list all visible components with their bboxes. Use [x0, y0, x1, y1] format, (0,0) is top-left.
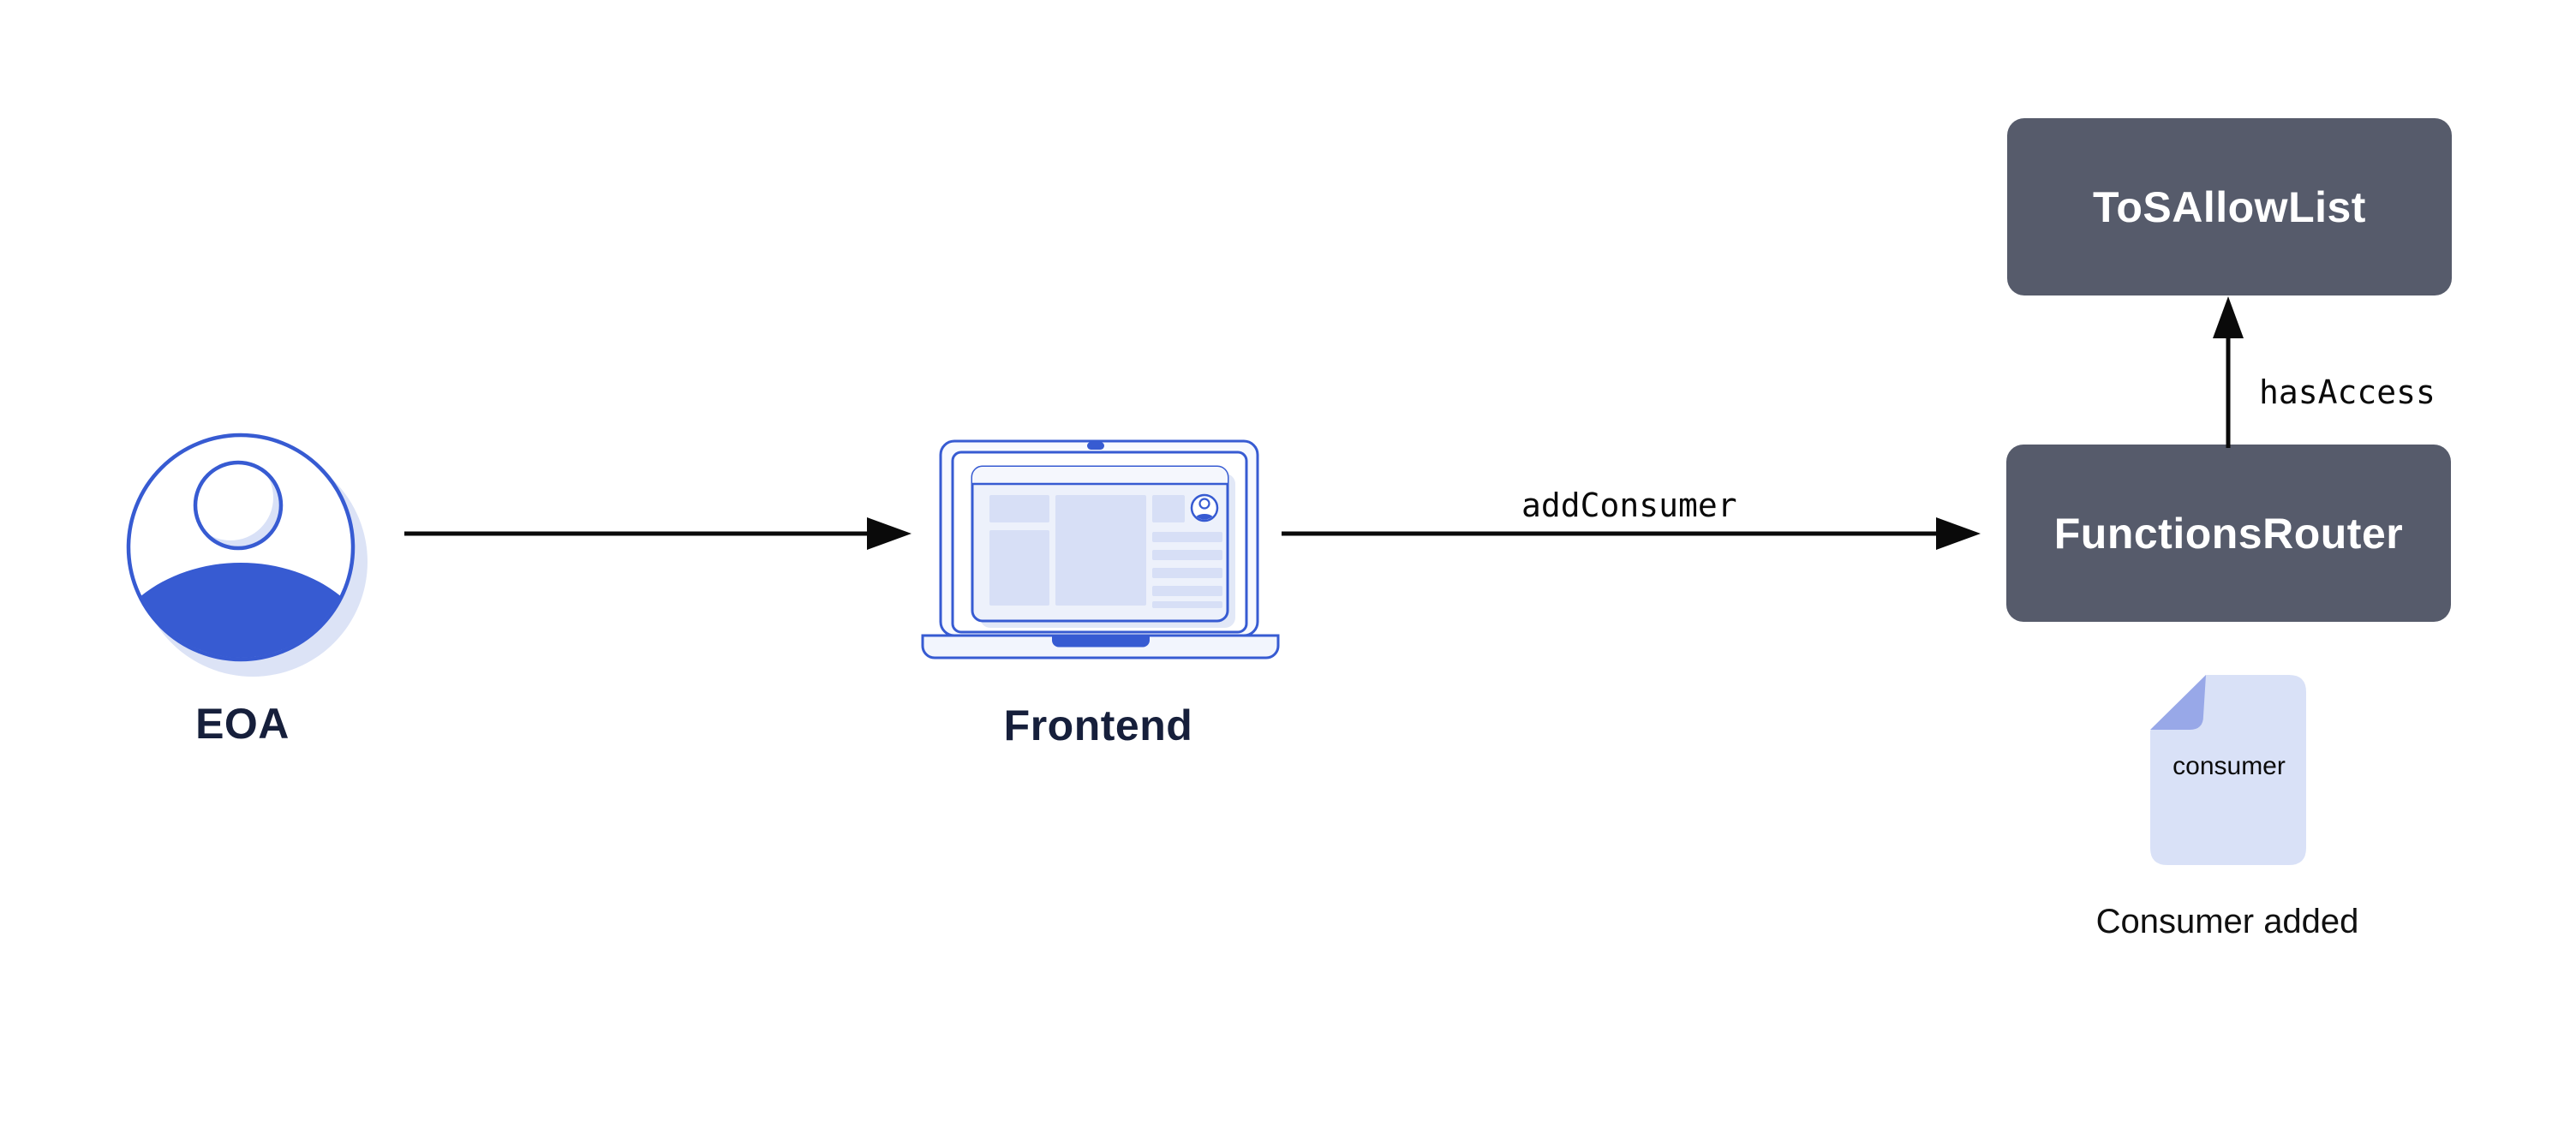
avatar-circle: [126, 433, 356, 662]
arrow-frontend-to-router: [1282, 517, 1981, 550]
laptop-notch: [1052, 636, 1150, 648]
document-icon: [2150, 675, 2306, 865]
consumer-document-label: consumer: [2173, 752, 2286, 780]
arrowhead-right-icon: [1936, 517, 1981, 550]
arrow-router-to-tos: [2213, 296, 2244, 448]
eoa-node-label: EOA: [195, 700, 290, 748]
frontend-node-label: Frontend: [1003, 701, 1193, 749]
document-fold-corner: [2150, 675, 2206, 730]
functions-router-label: FunctionsRouter: [2053, 509, 2404, 558]
arrowhead-up-icon: [2213, 296, 2244, 338]
laptop-icon: [921, 439, 1280, 660]
browser-content-blocks: [989, 495, 1222, 608]
browser-user-avatar-icon: [1190, 493, 1219, 522]
user-avatar-icon: [126, 433, 368, 677]
has-access-edge-label: hasAccess: [2259, 373, 2436, 411]
functions-router-box: FunctionsRouter: [2006, 445, 2451, 622]
consumer-added-caption: Consumer added: [2095, 903, 2359, 940]
arrowhead-right-icon: [867, 517, 911, 550]
tos-allow-list-box: ToSAllowList: [2007, 118, 2452, 295]
add-consumer-edge-label: addConsumer: [1521, 486, 1737, 524]
avatar-head: [193, 460, 284, 551]
webcam-icon: [1087, 442, 1104, 450]
arrow-eoa-to-frontend: [404, 517, 911, 550]
tos-allow-list-label: ToSAllowList: [2093, 182, 2366, 231]
avatar-shoulders: [130, 563, 351, 658]
browser-topbar: [972, 467, 1228, 483]
